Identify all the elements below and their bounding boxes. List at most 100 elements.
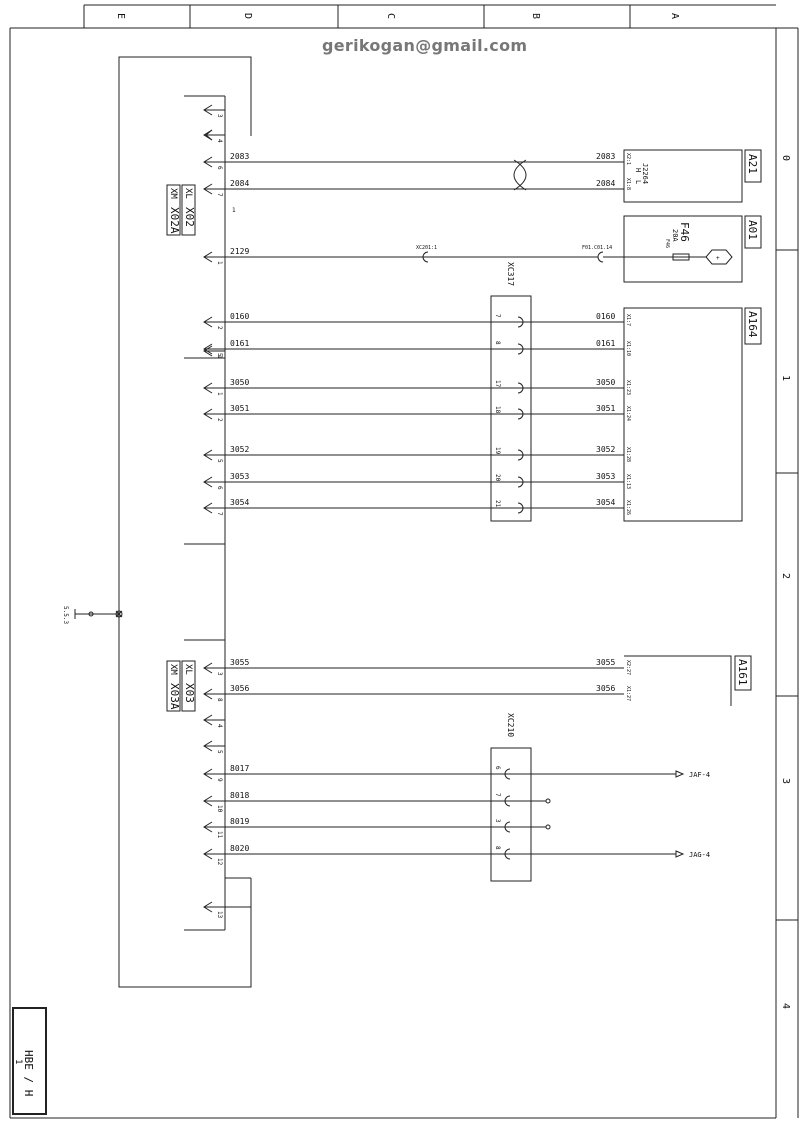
a01-label: A01 [746, 220, 759, 240]
a21-part-number: J2264 [641, 163, 649, 184]
component-a01: A01 F46 20A F46 + [623, 215, 762, 283]
xc317-contact [517, 476, 524, 488]
a164-pin-number: X1:24 [625, 406, 631, 421]
wire-label-left: 0160 [230, 312, 249, 321]
a164-pin-number: X1:7 [625, 314, 631, 326]
xc317-contact [517, 382, 524, 394]
harness-pin-number: 4 [216, 139, 223, 143]
xc317-pin-number: 7 [494, 314, 501, 318]
component-a164: A164 [623, 307, 762, 522]
wire-label-left: 8019 [230, 817, 249, 826]
wire-label-right: 0160 [596, 312, 615, 321]
wire-label-right: 2084 [596, 179, 615, 188]
wire-label-left: 3054 [230, 498, 249, 507]
harness-pin-number: 8 [216, 698, 223, 702]
wire-label-left: 2084 [230, 179, 249, 188]
harness-pin-number: 3 [216, 672, 223, 676]
wire-label-left: 3053 [230, 472, 249, 481]
sheet-frame [9, 4, 799, 1119]
x03-sub: XL [183, 664, 193, 675]
watermark-email: gerikogan@gmail.com [322, 36, 528, 55]
a161-label: A161 [736, 659, 749, 686]
wire-label-right: 3054 [596, 498, 615, 507]
a21-pin-x21: X2:1 [625, 153, 631, 165]
x02-label: X02 [183, 207, 196, 227]
xc201-contact [422, 251, 429, 263]
xc317-label: XC317 [506, 262, 515, 286]
offpage-arrow-jag [675, 850, 685, 858]
harness-pin-number: 9 [216, 778, 223, 782]
xc317-pin-number: 18 [494, 406, 501, 414]
column-label-e: E [115, 13, 126, 19]
wire-layer [225, 161, 676, 860]
a164-pin-number: X1:13 [625, 474, 631, 489]
row-label-4: 4 [780, 1003, 791, 1009]
connector-x02: X02A X02 XM XL 1 [166, 184, 236, 236]
harness-pin-number: 3 [216, 114, 223, 118]
xc210-contact [504, 848, 511, 860]
open-end-8018 [545, 798, 551, 804]
xc317-contact [517, 408, 524, 420]
a164-pin-number: X1:26 [625, 500, 631, 515]
battery-plus-icon: + [716, 255, 720, 262]
offpage-refs: JAF-4 JAG-4 [545, 770, 710, 859]
wire-label-right: 3053 [596, 472, 615, 481]
offpage-arrow-jaf [675, 770, 685, 778]
wire-label-right: 3051 [596, 404, 615, 413]
harness-pin-number: 13 [216, 911, 223, 919]
xc210-label: XC210 [506, 713, 515, 737]
harness-pin-number: 2 [216, 418, 223, 422]
connector-xc317: XC317 [490, 262, 532, 522]
a164-pin-number: X1:23 [625, 380, 631, 395]
x02a-label: X02A [168, 207, 181, 234]
wire-label-left: 3050 [230, 378, 249, 387]
wire-label-right: 3052 [596, 445, 615, 454]
row-label-0: 0 [780, 155, 791, 161]
a01-contact [597, 251, 604, 263]
connector-xc210: XC210 [490, 713, 532, 882]
harness-pin-number: 12 [216, 858, 223, 866]
battery-terminal-icon [705, 249, 733, 265]
row-label-3: 3 [780, 778, 791, 784]
a164-pin-number: X1:28 [625, 447, 631, 462]
xc210-contact [504, 795, 511, 807]
open-end-8019 [545, 824, 551, 830]
x02a-sub: XM [168, 188, 178, 199]
wire-label-left: 3056 [230, 684, 249, 693]
xc317-pin-number: 20 [494, 474, 501, 482]
a01-end-label: F01.C01.14 [582, 245, 612, 251]
column-label-c: C [385, 13, 396, 19]
wire-label-left: 8020 [230, 844, 249, 853]
xc317-contact [517, 316, 524, 328]
wire-label-left: 2129 [230, 247, 249, 256]
offpage-ref-jaf[interactable]: JAF-4 [689, 771, 710, 779]
xc317-pin-number: 17 [494, 380, 501, 388]
wire-label-right: 3056 [596, 684, 615, 693]
harness-pin-number: 5 [216, 459, 223, 463]
x03a-label: X03A [168, 683, 181, 710]
row-label-1: 1 [780, 375, 791, 381]
twisted-pair-icon [513, 159, 527, 191]
xc210-pin-number: 7 [494, 793, 501, 797]
row-label-2: 2 [780, 573, 791, 579]
wire-label-left: 0161 [230, 339, 249, 348]
wire-label-right: 3055 [596, 658, 615, 667]
harness-pin-number: 1 [216, 355, 223, 359]
harness-pin-number: 1 [216, 392, 223, 396]
offpage-ref-jag[interactable]: JAG-4 [689, 851, 710, 859]
xc210-pin-number: 8 [494, 846, 501, 850]
a21-pin-l: L [634, 180, 642, 184]
xc201-label: XC201:1 [416, 245, 437, 251]
harness-pin-number: 7 [216, 512, 223, 516]
wire-label-right: 3050 [596, 378, 615, 387]
xc317-pin-number: 8 [494, 341, 501, 345]
wire-label-left: 3051 [230, 404, 249, 413]
title-block-line2: 1 [13, 1059, 23, 1064]
xc210-pin-number: 3 [494, 819, 501, 823]
chevron-pin-icon [205, 129, 213, 141]
a161-pin-number: X1:27 [625, 686, 631, 701]
xc210-pin-number: 6 [494, 766, 501, 770]
wire-label-right: 2083 [596, 152, 615, 161]
